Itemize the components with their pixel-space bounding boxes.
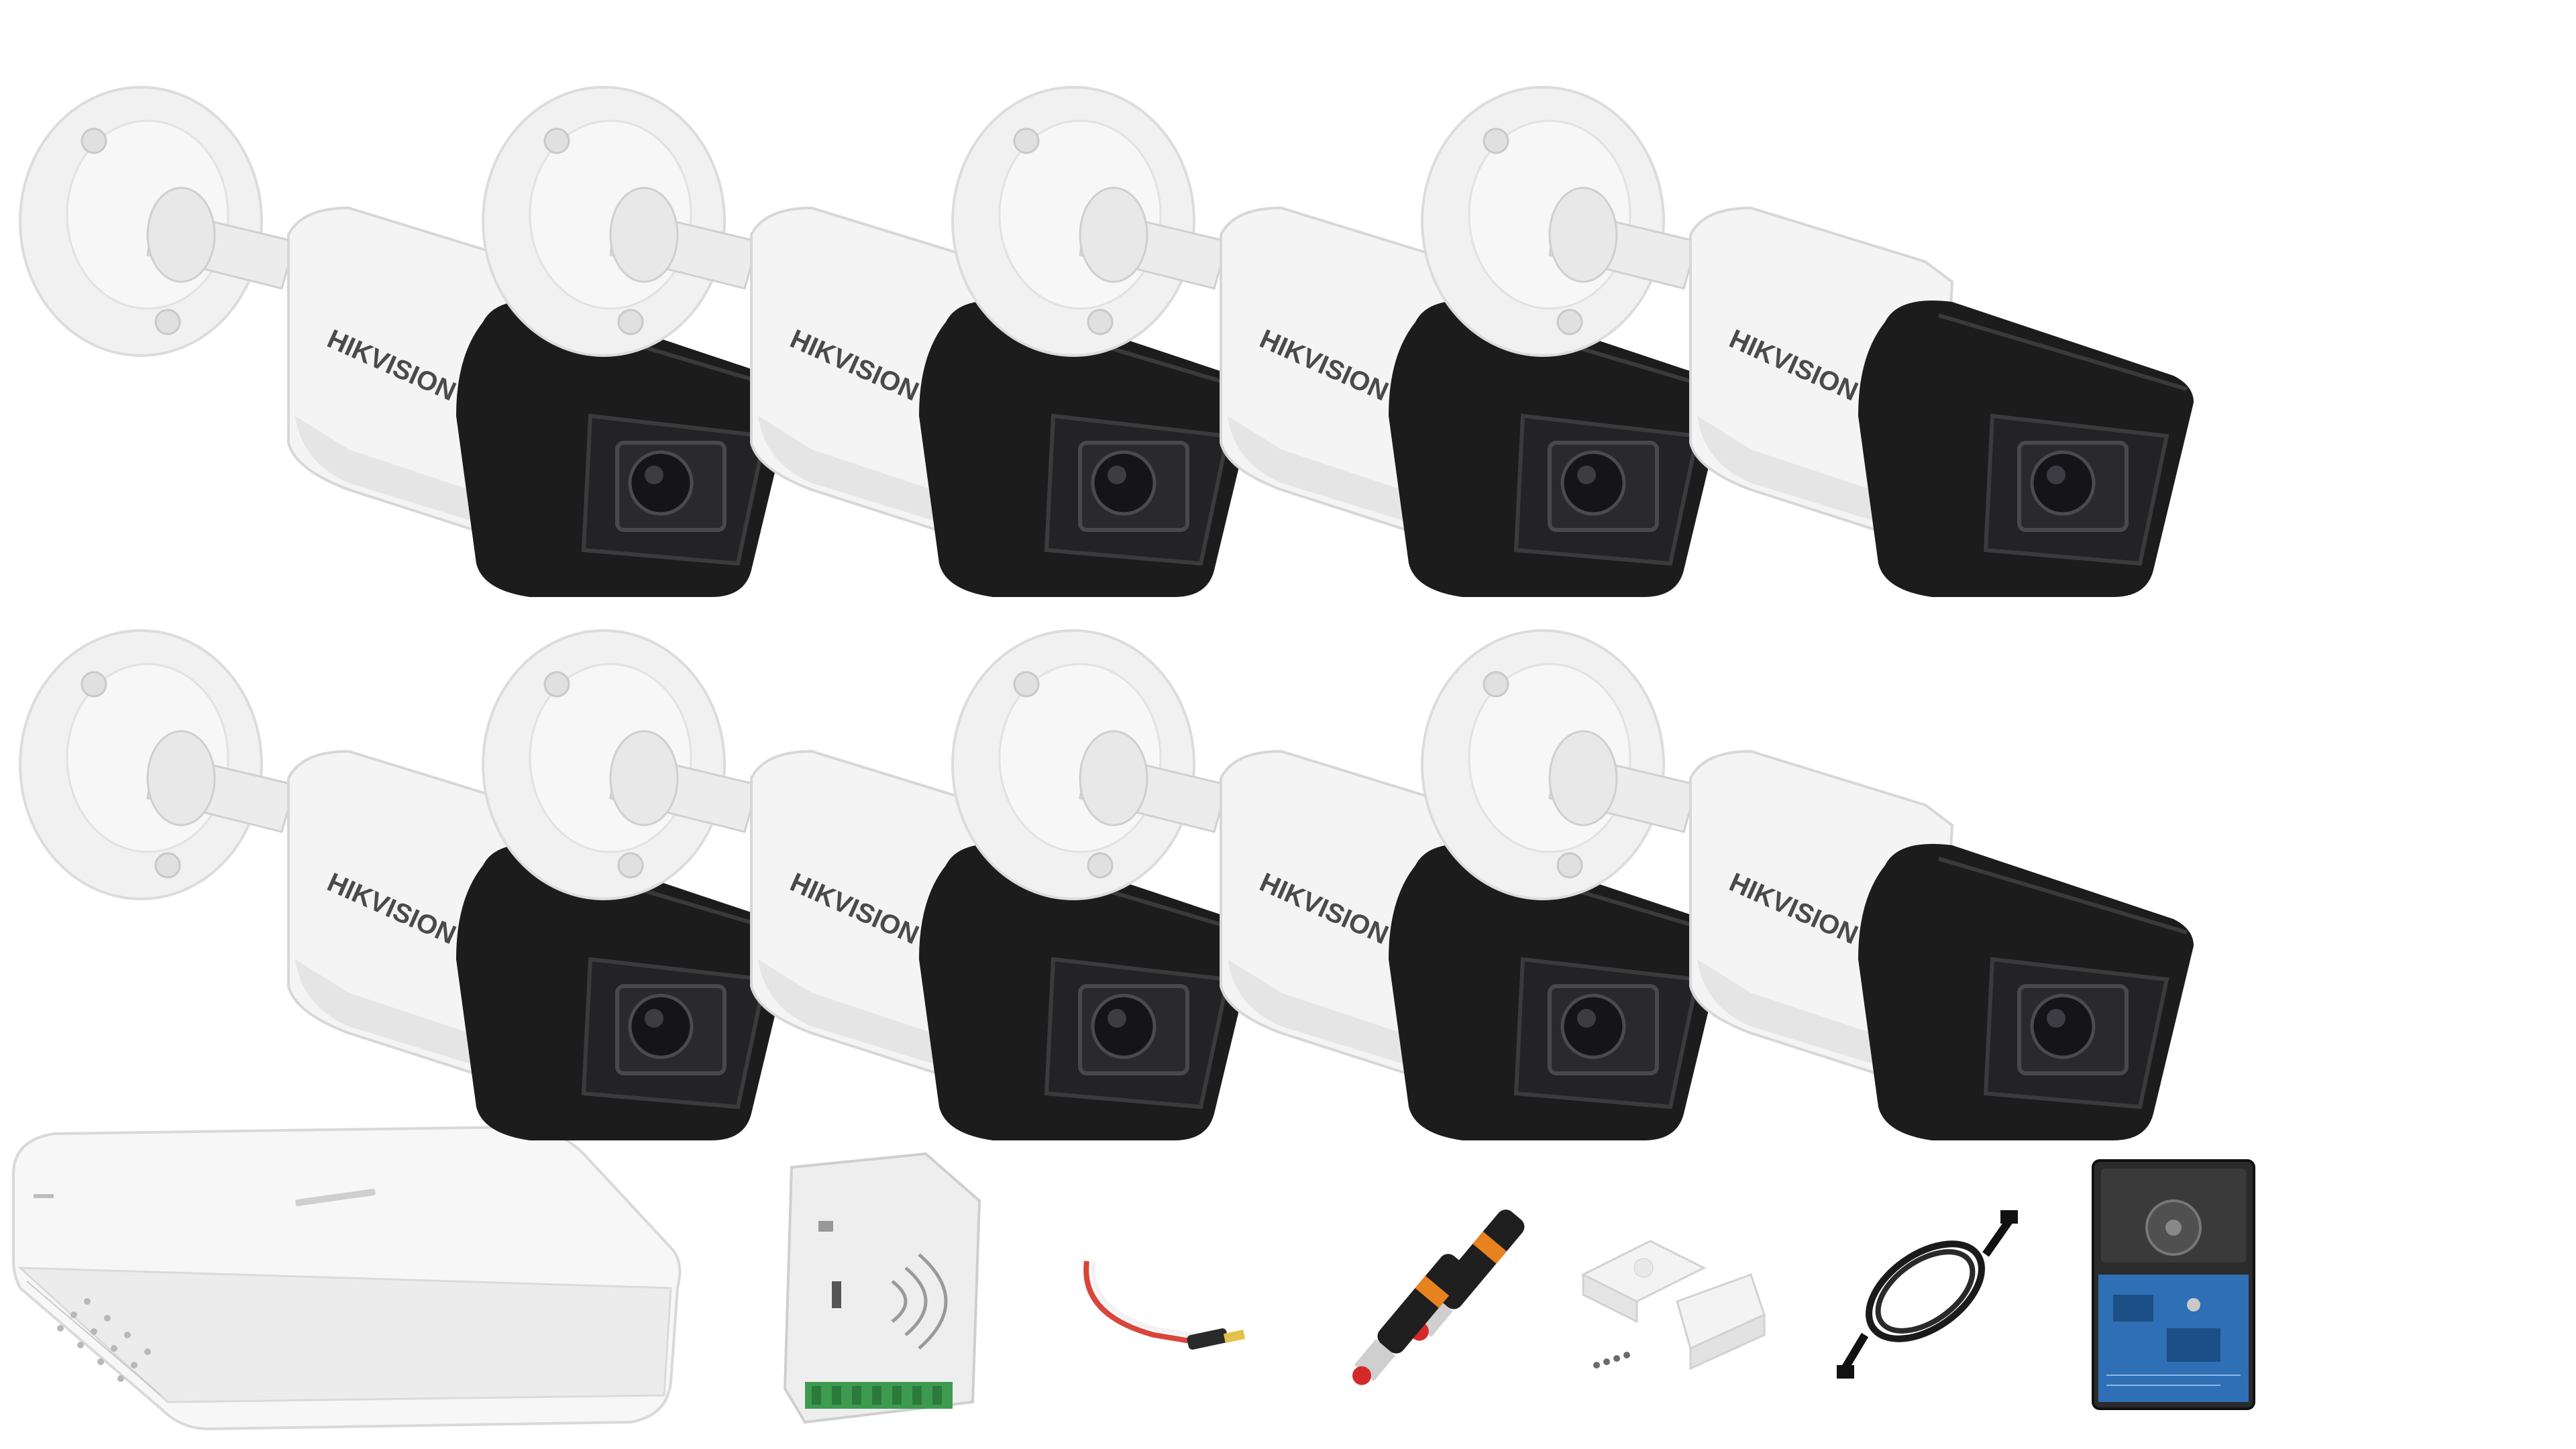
- bullet-camera-illustration: HIKVISION: [951, 86, 1724, 597]
- lens-icon: [1091, 994, 1157, 1059]
- lens-icon: [628, 994, 694, 1059]
- dvr-recorder: [7, 1114, 684, 1436]
- bullet-camera-6: HIKVISION: [476, 584, 1254, 1140]
- hard-disk-drive: [2086, 1154, 2261, 1415]
- bullet-camera-illustration: HIKVISION: [1421, 629, 2194, 1140]
- bnc-video-balun-pair: [1335, 1187, 1536, 1395]
- bullet-camera-illustration: HIKVISION: [19, 629, 792, 1140]
- bullet-camera-illustration: HIKVISION: [951, 629, 1724, 1140]
- bullet-camera-3: HIKVISION: [946, 40, 1724, 597]
- bullet-camera-illustration: HIKVISION: [482, 629, 1254, 1140]
- lens-icon: [1560, 450, 1626, 516]
- bullet-camera-5: HIKVISION: [13, 584, 792, 1140]
- lens-icon: [1091, 450, 1157, 516]
- bullet-camera-illustration: HIKVISION: [1421, 86, 2194, 597]
- bullet-camera-8: HIKVISION: [1415, 584, 2194, 1140]
- power-supply-box: [778, 1147, 986, 1429]
- bullet-camera-2: HIKVISION: [476, 40, 1254, 597]
- hdmi-cable: [1825, 1201, 2026, 1389]
- bullet-camera-illustration: HIKVISION: [482, 86, 1254, 597]
- bullet-camera-7: HIKVISION: [946, 584, 1724, 1140]
- lens-icon: [2030, 450, 2096, 516]
- lens-icon: [2030, 994, 2096, 1059]
- bullet-camera-1: HIKVISION: [13, 40, 792, 597]
- junction-box: [1576, 1228, 1771, 1382]
- bullet-camera-4: HIKVISION: [1415, 40, 2194, 597]
- dc-power-pigtail: [1073, 1234, 1248, 1368]
- bullet-camera-illustration: HIKVISION: [19, 86, 792, 597]
- lens-icon: [1560, 994, 1626, 1059]
- lens-icon: [628, 450, 694, 516]
